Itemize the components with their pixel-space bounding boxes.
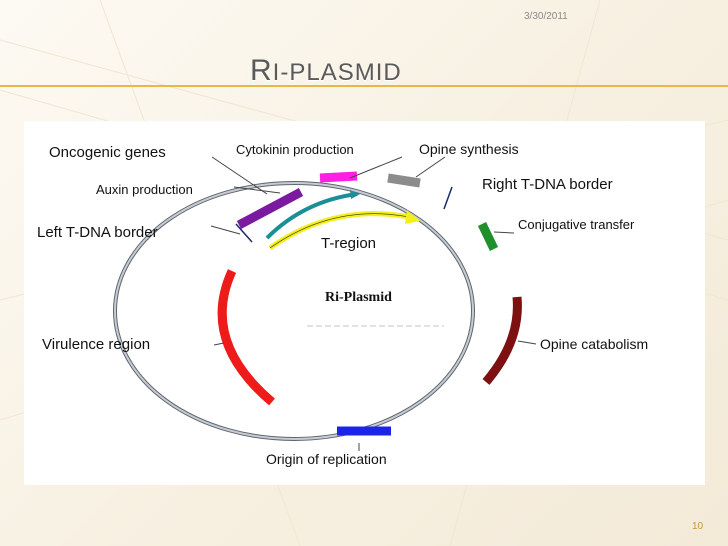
auxin-leader (233, 186, 281, 194)
t-region-arrow-edge (269, 213, 410, 249)
cytokinin-leader (349, 156, 403, 179)
left-border-leader (210, 225, 241, 235)
label-right-border: Right T-DNA border (482, 176, 613, 193)
opine-catabolism-leader (517, 340, 537, 345)
left-border-tick (235, 223, 253, 243)
plasmid-backbone (114, 182, 474, 440)
virulence-region-segment (217, 269, 275, 406)
label-opine-catabolism: Opine catabolism (540, 336, 648, 352)
label-oncogenic-genes: Oncogenic genes (49, 144, 166, 161)
auxin-production-segment (236, 188, 304, 229)
t-region-arrow-head (405, 210, 420, 224)
label-origin-of-replication: Origin of replication (266, 451, 387, 467)
label-t-region: T-region (321, 235, 376, 252)
title-first-letter: R (250, 54, 273, 87)
label-opine-synthesis: Opine synthesis (419, 141, 519, 157)
oncogenic-genes-leader (211, 156, 268, 195)
right-border-tick (443, 186, 453, 210)
conjugative-transfer-segment (477, 222, 499, 251)
opine-synthesis-leader (415, 156, 446, 178)
virulence-leader (213, 342, 225, 346)
auxin-arrow-head (350, 190, 360, 199)
ri-plasmid-diagram: Oncogenic genes Cytokinin production Opi… (37, 141, 648, 467)
auxin-arrow (265, 192, 358, 240)
slide-date: 3/30/2011 (524, 11, 568, 22)
label-left-border: Left T-DNA border (37, 224, 158, 241)
diagram-panel: Oncogenic genes Cytokinin production Opi… (24, 121, 705, 485)
page-number: 10 (692, 521, 704, 532)
label-conjugative-transfer: Conjugative transfer (518, 217, 635, 232)
title-rest: I-PLASMID (272, 59, 402, 86)
label-center-ri-plasmid: Ri-Plasmid (325, 290, 392, 305)
title-underline (0, 85, 728, 87)
opine-catabolism-segment (482, 296, 522, 385)
opine-synthesis-segment (387, 173, 421, 188)
cytokinin-production-segment (319, 171, 358, 183)
plasmid-backbone-outline (113, 181, 475, 441)
label-auxin-production: Auxin production (96, 182, 193, 197)
label-virulence-region: Virulence region (42, 336, 150, 353)
conjugative-leader (493, 231, 515, 234)
slide-title: RI-PLASMID (250, 54, 402, 88)
label-cytokinin-production: Cytokinin production (236, 142, 354, 157)
